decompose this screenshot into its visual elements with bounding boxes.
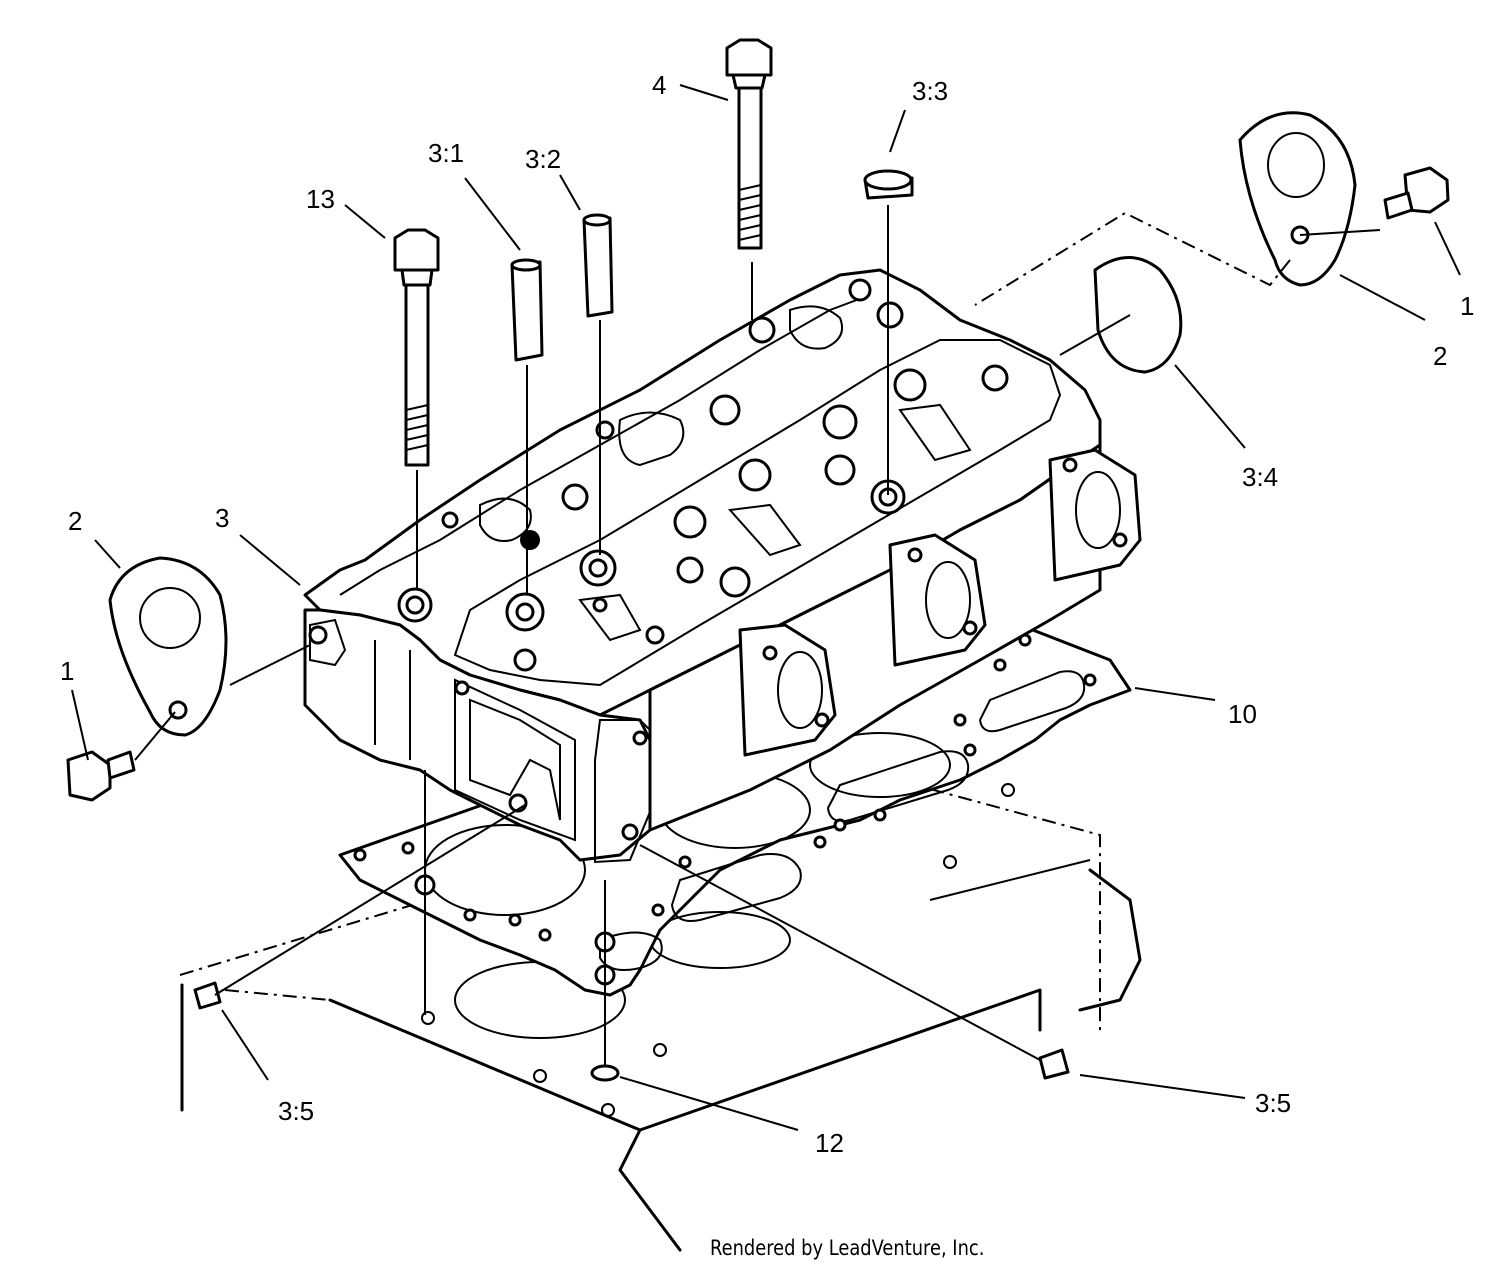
dowel-pins xyxy=(193,804,1070,1080)
bolt-right xyxy=(1383,166,1450,220)
washer xyxy=(424,770,620,1082)
callout-labels: 1 2 3 13 3:1 3:2 4 3:3 2 1 3:4 10 3:5 12… xyxy=(60,70,1474,1158)
callout-1-left: 1 xyxy=(60,656,74,686)
head-gasket xyxy=(338,623,1132,997)
callout-3-4: 3:4 xyxy=(1242,462,1278,492)
bolt-left xyxy=(66,711,176,802)
long-head-bolt xyxy=(725,38,773,320)
lifting-plate-right xyxy=(974,111,1381,306)
callout-13: 13 xyxy=(306,184,335,214)
valve-guide-right xyxy=(582,213,614,555)
callout-3-1: 3:1 xyxy=(428,138,464,168)
valve-seal xyxy=(863,169,914,495)
callout-2-right: 2 xyxy=(1433,341,1447,371)
callout-3-2: 3:2 xyxy=(525,144,561,174)
head-bolt xyxy=(393,228,440,590)
callout-4: 4 xyxy=(652,70,666,100)
callout-3: 3 xyxy=(215,503,229,533)
engine-block-outline xyxy=(179,768,1142,1252)
leader-lines xyxy=(71,84,1461,1131)
rendered-by-credit: Rendered by LeadVenture, Inc. xyxy=(710,1236,985,1260)
core-plug xyxy=(1059,256,1183,374)
callout-1-right: 1 xyxy=(1460,291,1474,321)
callout-2-left: 2 xyxy=(68,506,82,536)
valve-guide-left xyxy=(510,258,544,595)
callout-3-3: 3:3 xyxy=(912,76,948,106)
cylinder-head xyxy=(303,268,1142,864)
callout-10: 10 xyxy=(1228,699,1257,729)
callout-3-5-left: 3:5 xyxy=(278,1096,314,1126)
callout-3-5-right: 3:5 xyxy=(1255,1088,1291,1118)
lifting-plate-left xyxy=(108,556,311,737)
callout-12: 12 xyxy=(815,1128,844,1158)
